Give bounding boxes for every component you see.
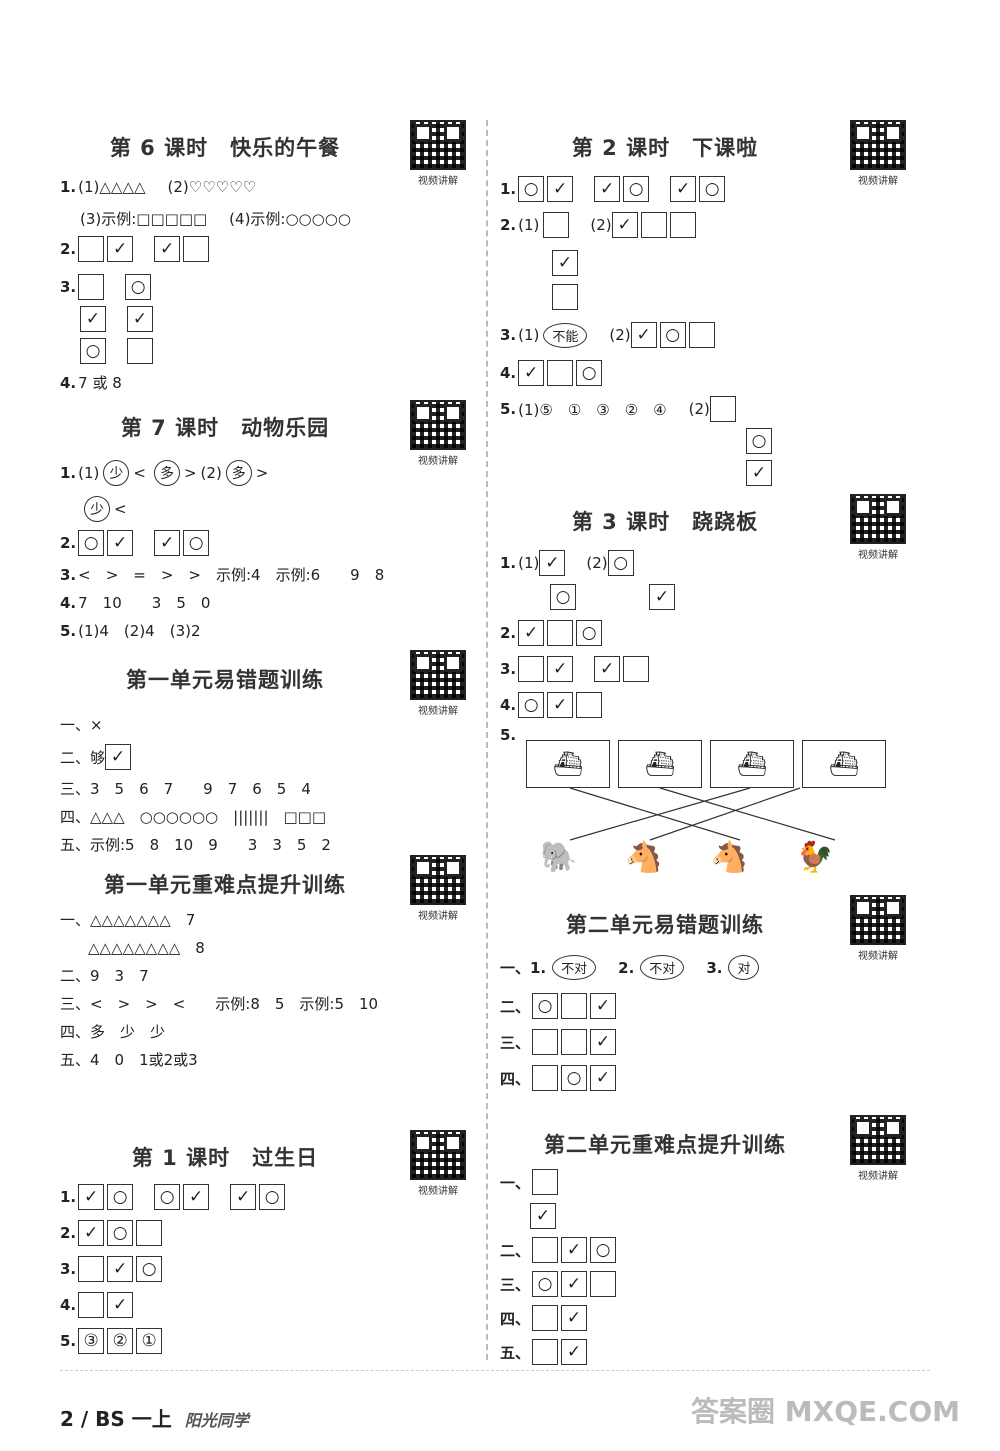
column-divider xyxy=(486,120,488,1360)
watermark: 答案圈 MXQE.COM xyxy=(691,1395,960,1428)
qr-code-icon xyxy=(410,400,466,450)
qr-code-icon xyxy=(410,1130,466,1180)
rooster-icon: 🐓 xyxy=(796,840,834,875)
answer-row xyxy=(552,284,581,310)
qr-code[interactable]: 视频讲解 xyxy=(410,120,466,187)
horse-icon: 🐴 xyxy=(710,840,749,875)
answer-row: 二、够✓ xyxy=(60,744,134,770)
answer-row: 四、✓ xyxy=(500,1305,590,1331)
qr-code[interactable]: 视频讲解 xyxy=(410,400,466,467)
animal-icon: 🐴 xyxy=(625,840,663,875)
answer-row: ○✓ xyxy=(550,584,678,610)
section-title: 第一单元易错题训练 xyxy=(126,668,324,692)
answer-row: ✓ xyxy=(746,460,775,486)
qr-code[interactable]: 视频讲解 xyxy=(410,855,466,922)
answer-row: △△△△△△△△ 8 xyxy=(88,939,205,957)
answer-row: 4.7 10 3 5 0 xyxy=(60,593,211,613)
qr-code-icon xyxy=(410,855,466,905)
section-title: 第 2 课时 下课啦 xyxy=(571,136,759,160)
answer-row: 3.○ xyxy=(60,274,154,300)
boat-image: ⛴ xyxy=(802,740,886,788)
brand-logo: 阳光同学 xyxy=(184,1411,249,1430)
answer-row: 4.✓○ xyxy=(500,360,605,386)
answer-row: 四、△△△ ○○○○○○ ||||||| □□□ xyxy=(60,808,327,826)
answer-row: 二、✓○ xyxy=(500,1237,619,1263)
qr-code[interactable]: 视频讲解 xyxy=(410,650,466,717)
answer-row: 3.< > = > > 示例:4 示例:6 9 8 xyxy=(60,565,385,585)
answer-row: ○ xyxy=(80,338,156,364)
section-title: 第二单元易错题训练 xyxy=(566,913,764,937)
answer-row: 三、3 5 6 7 9 7 6 5 4 xyxy=(60,780,311,798)
answer-row: 2.○✓✓○ xyxy=(60,530,212,556)
answer-row: 三、○✓ xyxy=(500,1271,619,1297)
answer-row: 2.✓○ xyxy=(60,1220,165,1246)
section-title: 第 3 课时 跷跷板 xyxy=(571,510,759,534)
answer-row: 3.(1)不能(2)✓○ xyxy=(500,322,718,348)
section-title: 第一单元重难点提升训练 xyxy=(104,873,346,897)
answer-row: 1.(1)少<多>(2)多> xyxy=(60,460,268,486)
answer-row: 5.(1)4 (2)4 (3)2 xyxy=(60,621,201,641)
qr-code[interactable]: 视频讲解 xyxy=(850,494,906,561)
answer-row: 三、< > > < 示例:8 5 示例:5 10 xyxy=(60,995,379,1013)
answer-row: ✓ xyxy=(552,250,581,276)
footer-divider xyxy=(60,1370,930,1371)
boat-image: ⛴ xyxy=(710,740,794,788)
section-title: 第 1 课时 过生日 xyxy=(131,1146,319,1170)
answer-row: ✓ xyxy=(530,1203,559,1229)
page-footer: 2 / BS 一上 阳光同学 xyxy=(60,1403,249,1432)
answer-row: 2.✓✓ xyxy=(60,236,212,262)
qr-code-icon xyxy=(410,120,466,170)
answer-row: 二、9 3 7 xyxy=(60,967,149,985)
answer-row: 2.(1)(2)✓ xyxy=(500,212,699,238)
answer-row: 三、✓ xyxy=(500,1029,619,1055)
section-title: 第 6 课时 快乐的午餐 xyxy=(109,136,341,160)
answer-row: 3.✓✓ xyxy=(500,656,652,682)
page-number: 2 / BS 一上 xyxy=(60,1407,172,1431)
qr-code[interactable]: 视频讲解 xyxy=(410,1130,466,1197)
qr-code[interactable]: 视频讲解 xyxy=(850,1115,906,1182)
answer-row: 5.(1)⑤ ① ③ ② ④(2) xyxy=(500,396,739,422)
answer-row: 2.✓○ xyxy=(500,620,605,646)
section-title: 第 7 课时 动物乐园 xyxy=(120,416,330,440)
answer-row: 1.(1)△△△△(2)♡♡♡♡♡ xyxy=(60,178,257,196)
answer-row: 4.✓ xyxy=(60,1292,136,1318)
matching-lines xyxy=(569,787,836,841)
boat-pictures: ⛴ ⛴ ⛴ ⛴ xyxy=(526,740,886,788)
boat-image: ⛴ xyxy=(526,740,610,788)
qr-code-icon xyxy=(410,650,466,700)
qr-code-icon xyxy=(850,494,906,544)
qr-code-icon xyxy=(850,120,906,170)
qr-code-icon xyxy=(850,1115,906,1165)
answer-row: 3.✓○ xyxy=(60,1256,165,1282)
answer-row: 4.7 或 8 xyxy=(60,373,122,393)
elephant-icon: 🐘 xyxy=(540,840,578,875)
answer-row: 一、× xyxy=(60,716,103,734)
answer-row: ○ xyxy=(746,428,775,454)
answer-row: 二、○✓ xyxy=(500,993,619,1019)
answer-row: 1.✓○○✓✓○ xyxy=(60,1184,288,1210)
animal-pictures: 🐘 🐴 🐴 🐓 xyxy=(540,840,833,875)
qr-code[interactable]: 视频讲解 xyxy=(850,895,906,962)
answer-row: 1.○✓✓○✓○ xyxy=(500,176,728,202)
answer-row: 四、○✓ xyxy=(500,1065,619,1091)
section-title: 第二单元重难点提升训练 xyxy=(544,1133,786,1157)
answer-row: 五、4 0 1或2或3 xyxy=(60,1051,198,1069)
answer-row: 一、 xyxy=(500,1169,561,1195)
qr-code[interactable]: 视频讲解 xyxy=(850,120,906,187)
answer-row: 少< xyxy=(80,496,127,522)
answer-row: 五、✓ xyxy=(500,1339,590,1365)
answer-row: 五、示例:5 8 10 9 3 3 5 2 xyxy=(60,836,331,854)
answer-row: 四、多 少 少 xyxy=(60,1023,166,1041)
answer-row: (3)示例:□□□□□(4)示例:○○○○○ xyxy=(80,210,351,228)
answer-row: 4.○✓ xyxy=(500,692,605,718)
answer-row: 1.(1)✓(2)○ xyxy=(500,550,637,576)
answer-row: 一、△△△△△△△ 7 xyxy=(60,911,196,929)
boat-image: ⛴ xyxy=(618,740,702,788)
qr-code-icon xyxy=(850,895,906,945)
answer-row: 5. xyxy=(500,726,517,744)
answer-row: ✓✓ xyxy=(80,306,156,332)
